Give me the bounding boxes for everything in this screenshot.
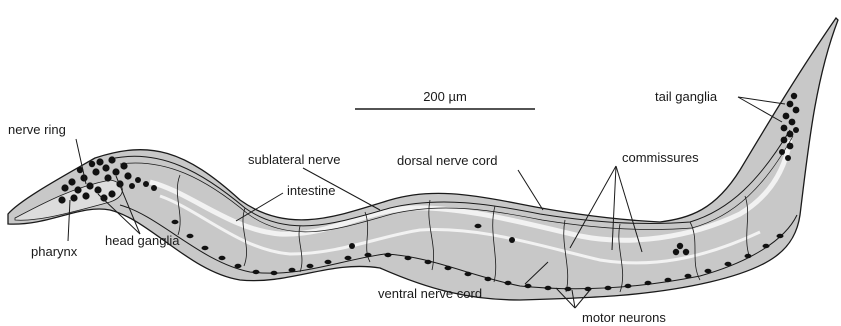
label-intestine: intestine xyxy=(287,183,335,198)
scale-bar: 200 µm xyxy=(355,89,535,109)
label-sublateral-nerve: sublateral nerve xyxy=(248,152,341,167)
scale-bar-label: 200 µm xyxy=(423,89,467,104)
label-head-ganglia: head ganglia xyxy=(105,233,180,248)
label-commissures: commissures xyxy=(622,150,699,165)
label-pharynx: pharynx xyxy=(31,244,78,259)
label-dorsal-nerve-cord: dorsal nerve cord xyxy=(397,153,497,168)
label-nerve-ring: nerve ring xyxy=(8,122,66,137)
label-ventral-nerve-cord: ventral nerve cord xyxy=(378,286,482,301)
label-motor-neurons: motor neurons xyxy=(582,310,666,325)
label-tail-ganglia: tail ganglia xyxy=(655,89,718,104)
